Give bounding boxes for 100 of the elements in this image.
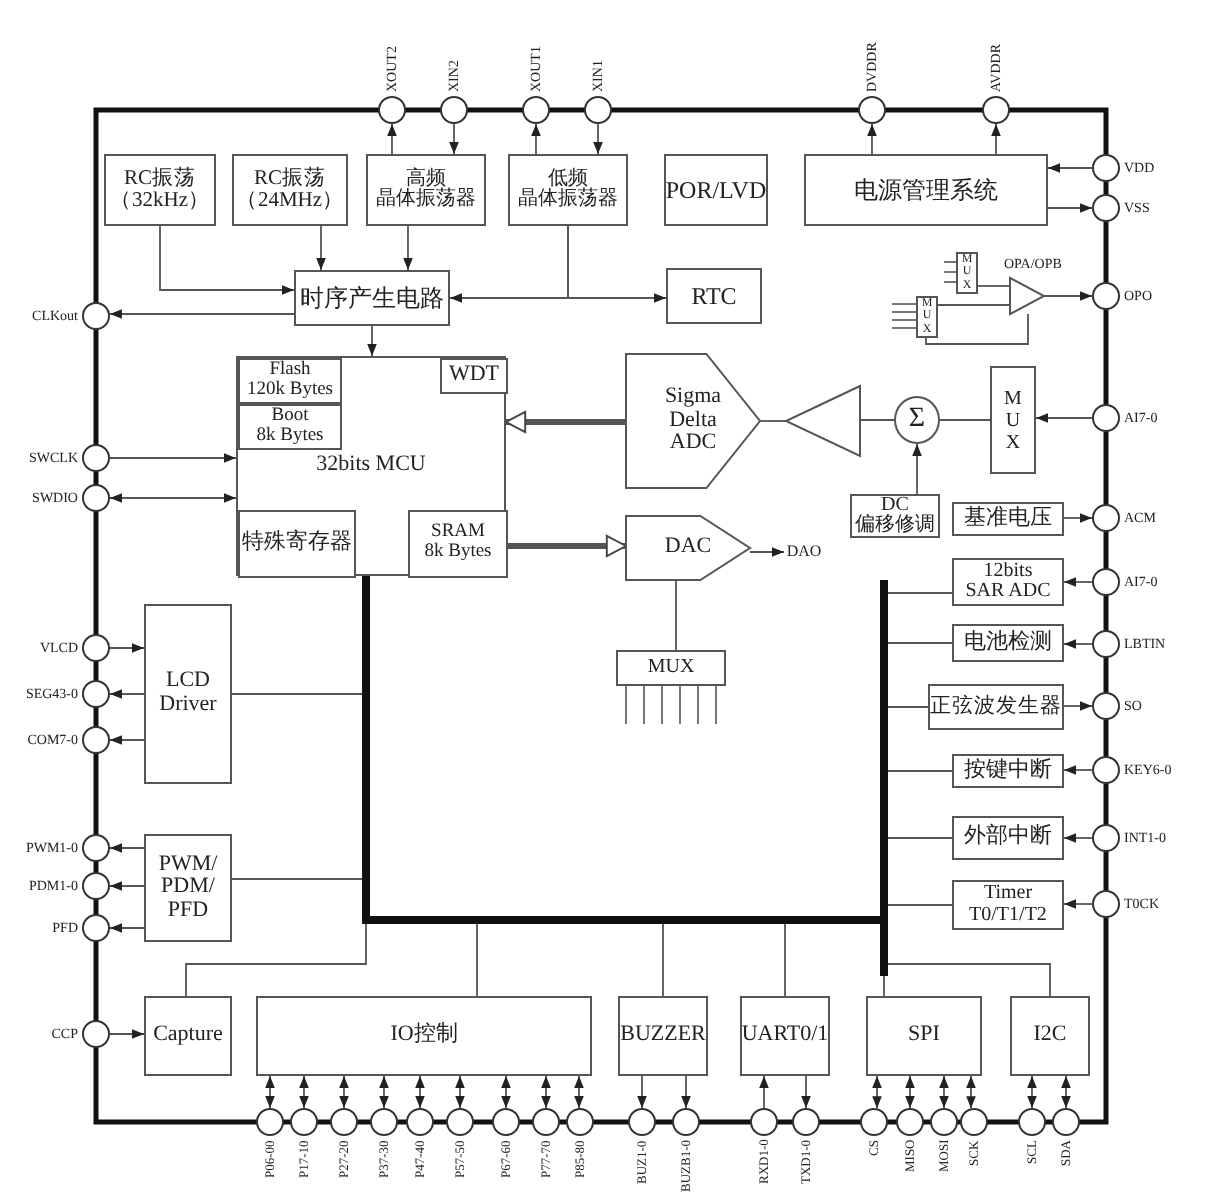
arrow xyxy=(403,225,413,271)
connector-line xyxy=(939,419,991,421)
block-label: Flash xyxy=(269,361,311,380)
arrow xyxy=(109,843,145,853)
pin-circle xyxy=(522,96,550,124)
pin-circle xyxy=(82,914,110,942)
arrow xyxy=(567,225,667,303)
block-box xyxy=(952,754,1064,788)
connector-line xyxy=(476,923,478,997)
block-label: 偏移修调 xyxy=(855,516,935,537)
arrow xyxy=(506,534,627,558)
arrow xyxy=(966,1075,976,1110)
pin-circle xyxy=(860,1108,888,1136)
block-label: SPI xyxy=(908,1024,940,1048)
connector-line xyxy=(759,420,787,422)
arrow xyxy=(449,123,459,155)
arrow xyxy=(501,1075,511,1109)
arrow xyxy=(387,123,397,155)
block-label: BUZZER xyxy=(620,1024,706,1048)
arrow xyxy=(109,1029,145,1039)
block-label: IO控制 xyxy=(390,1024,458,1048)
pin-circle xyxy=(1092,692,1120,720)
block-label: RC振荡 xyxy=(123,167,196,190)
block-label: 低频 xyxy=(548,169,588,189)
arrow xyxy=(867,123,877,155)
connector-line xyxy=(977,285,1011,287)
block-box xyxy=(294,270,450,326)
pin-circle xyxy=(628,1108,656,1136)
arrow xyxy=(109,735,145,745)
arrow xyxy=(108,309,295,319)
arrow xyxy=(455,1075,465,1109)
pin-circle xyxy=(82,726,110,754)
pin-circle xyxy=(1092,630,1120,658)
connector-line xyxy=(887,592,953,594)
block-box xyxy=(508,154,628,226)
pin-circle xyxy=(82,302,110,330)
block-label: 晶体振荡器 xyxy=(518,190,618,211)
block-box xyxy=(664,154,768,226)
arrow xyxy=(759,1075,769,1109)
block-label: 时序产生电路 xyxy=(300,285,444,311)
pin-circle xyxy=(750,1108,778,1136)
block-label: RC振荡 xyxy=(253,167,326,190)
arrow xyxy=(109,689,145,699)
arrow xyxy=(939,1075,949,1109)
mux-box xyxy=(990,366,1036,474)
block-label: MUX xyxy=(647,657,695,679)
arrow xyxy=(905,1075,915,1109)
block-box xyxy=(144,834,232,942)
connector-line xyxy=(675,579,677,651)
block-box xyxy=(1010,996,1090,1076)
pin-circle xyxy=(672,1108,700,1136)
pin-circle xyxy=(82,680,110,708)
block-box xyxy=(256,996,592,1076)
block-box xyxy=(238,358,342,404)
arrow xyxy=(1035,413,1093,423)
block-box xyxy=(666,268,762,324)
block-box xyxy=(238,510,356,578)
block-label: I2C xyxy=(1033,1024,1067,1048)
block-label: 电池检测 xyxy=(964,631,1052,655)
block-box xyxy=(616,650,726,686)
pin-circle xyxy=(406,1108,434,1136)
block-label: LCD Driver xyxy=(157,670,219,718)
pin-circle xyxy=(1092,282,1120,310)
connector-line xyxy=(883,975,885,997)
pin-circle xyxy=(370,1108,398,1136)
arrow xyxy=(991,123,1001,155)
block-box xyxy=(238,404,342,450)
block-label: Capture xyxy=(153,1024,223,1048)
arrow xyxy=(574,1075,584,1109)
arrow xyxy=(1063,577,1093,587)
arrow xyxy=(109,643,145,653)
arrow xyxy=(109,493,237,503)
connector-line xyxy=(887,642,953,644)
connector-line xyxy=(887,904,953,906)
arrow xyxy=(265,1075,275,1109)
arrow xyxy=(912,443,922,495)
block-label: RTC xyxy=(691,283,737,309)
pin-circle xyxy=(960,1108,988,1136)
block-label: 32bits MCU xyxy=(316,454,426,478)
block-box xyxy=(952,816,1064,860)
arrow xyxy=(531,123,541,155)
arrow xyxy=(109,453,237,463)
arrow xyxy=(637,1075,647,1109)
pin-circle xyxy=(532,1108,560,1136)
pin-circle xyxy=(82,834,110,862)
arrow xyxy=(1047,203,1093,213)
connector-line xyxy=(231,693,363,695)
arrow xyxy=(1063,899,1093,909)
pin-circle xyxy=(1092,824,1120,852)
block-label: 电源管理系统 xyxy=(854,177,998,203)
block-label: Σ xyxy=(908,405,926,435)
pin-circle xyxy=(1092,404,1120,432)
pin-circle xyxy=(330,1108,358,1136)
block-box xyxy=(104,154,216,226)
block-box xyxy=(408,510,508,578)
block-label: 外部中断 xyxy=(964,826,1052,850)
connector-line xyxy=(937,304,1011,306)
block-box xyxy=(144,604,232,784)
arrow xyxy=(316,225,326,271)
block-box xyxy=(804,154,1048,226)
